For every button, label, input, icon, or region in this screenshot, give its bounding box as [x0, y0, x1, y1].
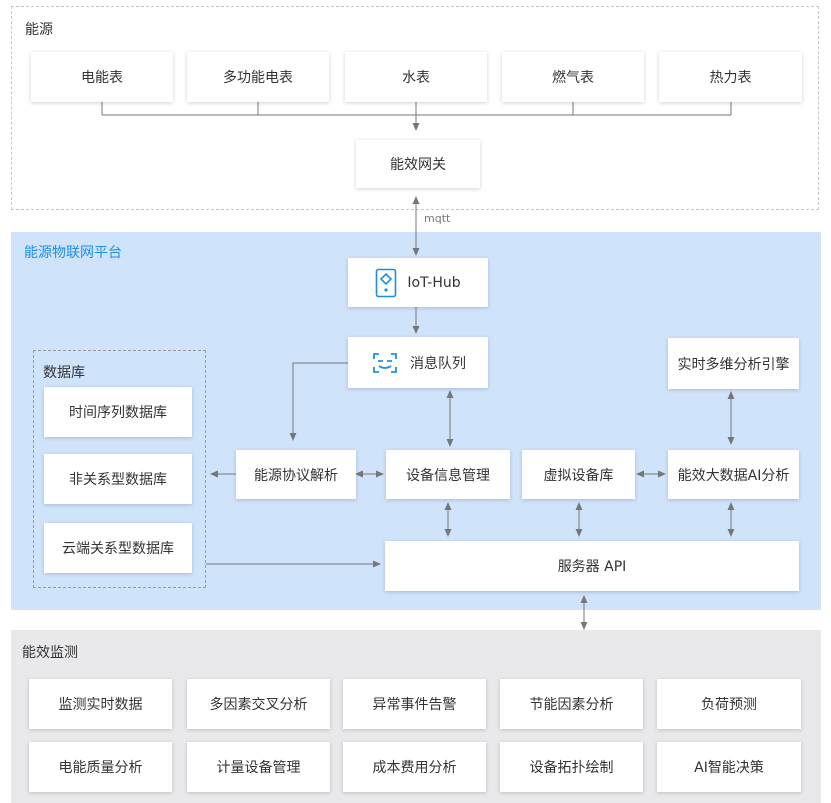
monitor-cost-analysis: 成本费用分析: [343, 742, 486, 792]
virtual-device-library: 虚拟设备库: [522, 450, 635, 499]
iot-hub-icon: [375, 268, 397, 298]
meter-gas: 燃气表: [502, 52, 644, 102]
meter-electric: 电能表: [31, 52, 173, 102]
monitor-device-topology: 设备拓扑绘制: [500, 742, 643, 792]
device-info-management: 设备信息管理: [386, 450, 510, 499]
database-frame: [33, 350, 206, 588]
bigdata-ai-analysis: 能效大数据AI分析: [668, 450, 799, 499]
meter-multifunction: 多功能电表: [187, 52, 329, 102]
meter-heat: 热力表: [659, 52, 802, 102]
iot-hub: IoT-Hub: [348, 258, 488, 307]
database-title: 数据库: [43, 365, 85, 381]
monitor-ai-decision: AI智能决策: [657, 742, 801, 792]
database-nosql: 非关系型数据库: [44, 454, 192, 504]
monitor-multifactor-analysis: 多因素交叉分析: [187, 679, 330, 729]
database-cloud-relational: 云端关系型数据库: [44, 523, 192, 573]
meter-water: 水表: [345, 52, 487, 102]
mqtt-label: mqtt: [424, 212, 451, 225]
monitor-load-forecast: 负荷预测: [657, 679, 801, 729]
platform-section-title: 能源物联网平台: [24, 245, 122, 261]
monitor-energy-saving-analysis: 节能因素分析: [500, 679, 643, 729]
iot-hub-label: IoT-Hub: [407, 274, 461, 291]
protocol-parser: 能源协议解析: [236, 450, 356, 499]
monitor-power-quality: 电能质量分析: [29, 742, 172, 792]
energy-gateway: 能效网关: [356, 140, 480, 188]
energy-section-title: 能源: [25, 22, 53, 38]
monitor-metering-device-management: 计量设备管理: [187, 742, 330, 792]
monitor-anomaly-alarm: 异常事件告警: [343, 679, 486, 729]
message-queue-label: 消息队列: [410, 355, 466, 372]
monitor-realtime-data: 监测实时数据: [29, 679, 172, 729]
message-queue: 消息队列: [348, 337, 488, 388]
server-api: 服务器 API: [385, 541, 799, 591]
message-queue-icon: [370, 350, 400, 376]
monitor-section-title: 能效监测: [22, 645, 78, 661]
olap-engine: 实时多维分析引擎: [668, 338, 799, 389]
database-timeseries: 时间序列数据库: [44, 387, 192, 437]
connector-mq-parser: [289, 362, 348, 441]
